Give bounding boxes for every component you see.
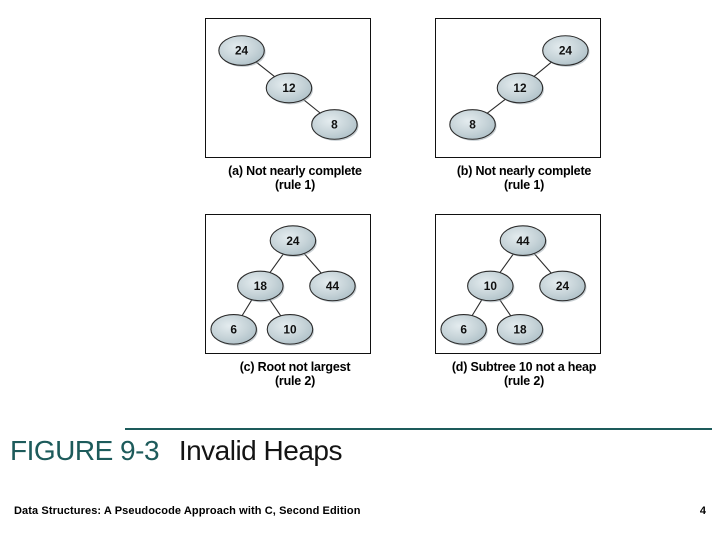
tree-node: 8 xyxy=(311,109,359,141)
panel-c-caption-line1: (c) Root not largest xyxy=(239,360,351,374)
tree-node-ellipse xyxy=(311,109,358,140)
tree-edge xyxy=(533,61,552,77)
tree-node: 18 xyxy=(496,314,545,346)
tree-edge xyxy=(255,61,275,78)
tree-node-ellipse xyxy=(499,225,547,256)
slide-footer: Data Structures: A Pseudocode Approach w… xyxy=(0,505,720,527)
tree-node-label: 12 xyxy=(282,81,296,95)
panel-d-tree: 44 10 24 6 18 xyxy=(440,225,587,346)
tree-node: 10 xyxy=(467,270,515,303)
figure-panel-a: 24 12 8 (a) Not nearly complete (rule 1) xyxy=(205,18,385,192)
tree-node: 6 xyxy=(210,314,258,346)
panel-b-caption-line1: (b) Not nearly complete xyxy=(456,164,592,178)
figure-panel-c: 24 18 44 6 10 (c) Root not largest (rule 2) xyxy=(205,214,385,388)
tree-node: 44 xyxy=(309,270,357,303)
tree-node-ellipse xyxy=(440,314,487,345)
panel-c-caption: (c) Root not largest (rule 2) xyxy=(205,360,385,388)
tree-node-label: 44 xyxy=(516,234,530,248)
tree-node-ellipse xyxy=(496,314,544,345)
tree-node-ellipse xyxy=(309,270,356,302)
panel-a-frame: 24 12 8 xyxy=(205,18,371,158)
tree-edge xyxy=(269,299,282,317)
tree-edge xyxy=(533,253,552,274)
panel-d-caption-line1: (d) Subtree 10 not a heap xyxy=(451,360,597,374)
tree-node-label: 24 xyxy=(286,234,300,248)
tree-edge xyxy=(499,253,514,273)
tree-node-ellipse xyxy=(467,270,514,302)
panel-a-caption-line2: (rule 1) xyxy=(274,178,316,192)
tree-node-ellipse xyxy=(266,314,314,345)
figure-title-rule xyxy=(125,428,712,430)
panel-c-frame: 24 18 44 6 10 xyxy=(205,214,371,354)
figure-title-row: FIGURE 9-3 Invalid Heaps xyxy=(0,428,720,474)
panel-b-tree: 24 12 8 xyxy=(449,35,590,141)
tree-node-ellipse xyxy=(496,72,544,104)
tree-node-ellipse xyxy=(539,270,586,302)
panel-b-frame: 24 12 8 xyxy=(435,18,601,158)
tree-node-label: 12 xyxy=(513,81,527,95)
panel-a-tree: 24 12 8 xyxy=(218,35,359,141)
tree-node-label: 24 xyxy=(556,279,570,293)
figure-name-label: Invalid Heaps xyxy=(178,435,343,466)
figure-panel-b: 24 12 8 (b) Not nearly complete (rule 1) xyxy=(433,18,613,192)
tree-node-label: 8 xyxy=(331,118,338,132)
tree-node: 24 xyxy=(539,270,587,303)
tree-node-ellipse xyxy=(237,270,284,302)
tree-node: 6 xyxy=(440,314,488,346)
tree-node: 24 xyxy=(218,35,266,67)
tree-edge xyxy=(269,253,284,273)
tree-node: 24 xyxy=(542,35,590,67)
tree-edge xyxy=(241,299,253,316)
panel-b-caption-line2: (rule 1) xyxy=(503,178,545,192)
tree-node-label: 24 xyxy=(559,44,573,58)
tree-node: 12 xyxy=(496,72,545,105)
tree-node: 24 xyxy=(269,225,318,257)
figure-panel-d: 44 10 24 6 18 (d) Subtree 10 not a heap (rul… xyxy=(433,214,613,388)
tree-edge xyxy=(499,299,512,317)
tree-node: 18 xyxy=(237,270,285,303)
tree-edge xyxy=(303,253,322,274)
tree-node-label: 6 xyxy=(230,322,237,336)
tree-edge xyxy=(302,99,321,114)
tree-node-ellipse xyxy=(218,35,265,66)
tree-node-ellipse xyxy=(449,109,496,140)
tree-node-label: 44 xyxy=(326,279,340,293)
panel-b-caption: (b) Not nearly complete (rule 1) xyxy=(435,164,613,192)
tree-node-ellipse xyxy=(269,225,317,256)
figure-number-label: FIGURE 9-3 xyxy=(10,435,160,466)
tree-node: 8 xyxy=(449,109,497,141)
tree-node-ellipse xyxy=(210,314,257,345)
footer-book-title: Data Structures: A Pseudocode Approach w… xyxy=(14,505,361,517)
panel-a-caption: (a) Not nearly complete (rule 1) xyxy=(205,164,385,192)
panel-d-caption: (d) Subtree 10 not a heap (rule 2) xyxy=(435,360,613,388)
tree-node-label: 10 xyxy=(484,279,498,293)
tree-node-label: 18 xyxy=(513,322,527,336)
tree-edge xyxy=(471,299,483,316)
panel-d-caption-line2: (rule 2) xyxy=(503,374,545,388)
tree-node-label: 18 xyxy=(254,279,268,293)
panel-d-frame: 44 10 24 6 18 xyxy=(435,214,601,354)
footer-page-number: 4 xyxy=(699,505,706,517)
tree-node-label: 8 xyxy=(469,118,476,132)
tree-node-label: 24 xyxy=(235,44,249,58)
tree-node: 44 xyxy=(499,225,548,257)
tree-node-label: 6 xyxy=(460,322,467,336)
panel-c-tree: 24 18 44 6 10 xyxy=(210,225,357,346)
tree-node: 12 xyxy=(265,72,314,105)
tree-node: 10 xyxy=(266,314,315,346)
tree-node-ellipse xyxy=(542,35,589,66)
figure-artwork: 24 12 8 (a) Not nearly complete (rule 1) 2… xyxy=(190,18,620,410)
panel-c-caption-line2: (rule 2) xyxy=(274,374,316,388)
tree-node-ellipse xyxy=(265,72,313,104)
tree-node-label: 10 xyxy=(283,322,297,336)
tree-edge xyxy=(486,98,506,114)
panel-a-caption-line1: (a) Not nearly complete xyxy=(228,164,362,178)
figure-title: FIGURE 9-3 Invalid Heaps xyxy=(10,434,342,468)
